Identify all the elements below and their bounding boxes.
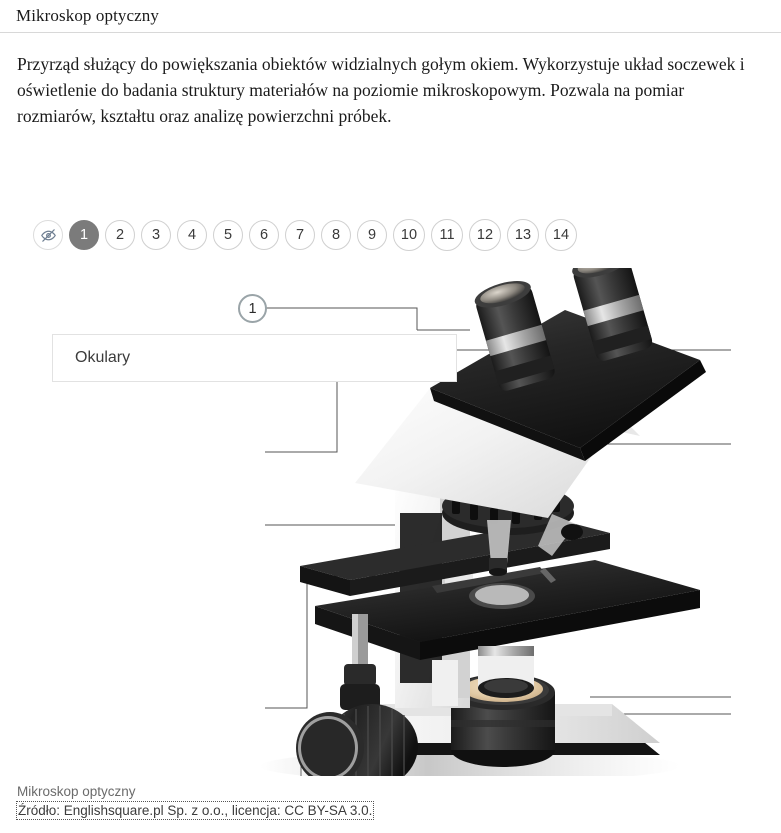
hotspot-button-10[interactable]: 10	[393, 219, 425, 251]
hotspot-button-label: 2	[115, 226, 125, 243]
hotspot-button-11[interactable]: 11	[431, 219, 463, 251]
description-text: Przyrząd służący do powiększania obiektó…	[17, 54, 745, 126]
hotspot-button-label: 12	[476, 226, 494, 243]
hotspot-button-13[interactable]: 13	[507, 219, 539, 251]
hotspot-button-label: 5	[223, 226, 233, 243]
hotspot-button-label: 3	[151, 226, 161, 243]
hotspot-button-1[interactable]: 1	[69, 220, 99, 250]
hotspot-marker-1[interactable]: 1	[238, 294, 267, 323]
hotspot-button-12[interactable]: 12	[469, 219, 501, 251]
hotspot-button-label: 13	[514, 226, 532, 243]
hotspot-button-7[interactable]: 7	[285, 220, 315, 250]
objective-lenses	[487, 514, 583, 576]
focus-knobs	[296, 614, 418, 776]
hotspot-button-label: 8	[331, 226, 341, 243]
hotspot-button-5[interactable]: 5	[213, 220, 243, 250]
hotspot-button-4[interactable]: 4	[177, 220, 207, 250]
hotspot-button-label: 4	[187, 226, 197, 243]
page-title: Mikroskop optyczny	[16, 6, 159, 25]
fine-knob	[296, 712, 364, 776]
eye-slash-icon	[40, 228, 56, 242]
hotspot-button-3[interactable]: 3	[141, 220, 171, 250]
hotspot-label-text: Okulary	[75, 349, 131, 366]
hotspot-button-label: 11	[439, 226, 455, 243]
hotspot-button-label: 9	[367, 226, 377, 243]
interactive-diagram[interactable]: 1 Okulary	[0, 268, 781, 776]
figure-source[interactable]: Źródło: Englishsquare.pl Sp. z o.o., lic…	[15, 801, 375, 820]
hotspot-button-8[interactable]: 8	[321, 220, 351, 250]
hotspot-marker-label: 1	[248, 300, 257, 317]
hotspot-button-label: 7	[295, 226, 305, 243]
hotspot-button-6[interactable]: 6	[249, 220, 279, 250]
page-header: Mikroskop optyczny	[0, 0, 781, 33]
hotspot-button-9[interactable]: 9	[357, 220, 387, 250]
eyepieces	[474, 268, 653, 391]
hotspot-button-label: 6	[259, 226, 269, 243]
hotspot-button-2[interactable]: 2	[105, 220, 135, 250]
microscope-artwork	[260, 268, 706, 776]
hotspot-button-label: 1	[79, 226, 89, 243]
hotspot-button-label: 10	[400, 226, 418, 243]
hotspot-button-14[interactable]: 14	[545, 219, 577, 251]
figure-caption: Mikroskop optyczny	[17, 784, 136, 799]
lower-objective	[478, 646, 534, 698]
hotspot-label-callout: Okulary	[52, 334, 457, 382]
microscope-illustration	[260, 268, 731, 776]
figure-footer: Mikroskop optyczny Źródło: Englishsquare…	[15, 783, 762, 820]
hotspot-button-label: 14	[552, 226, 570, 243]
stage	[300, 520, 700, 660]
hide-labels-button[interactable]	[33, 220, 63, 250]
